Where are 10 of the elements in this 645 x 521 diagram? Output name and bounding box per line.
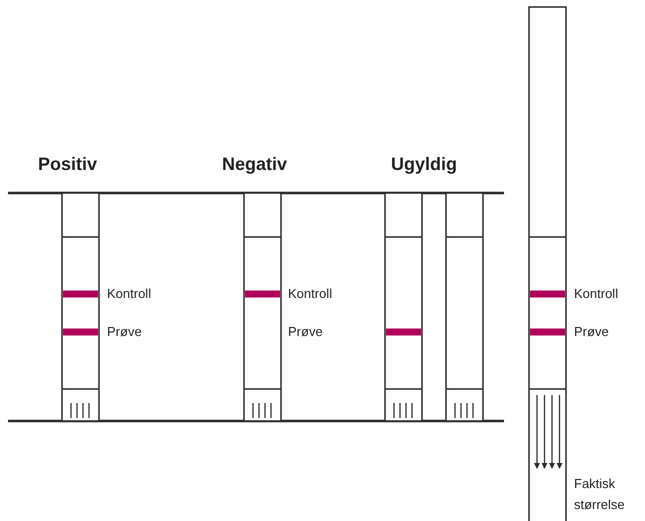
result-heading: Positiv xyxy=(38,154,98,176)
line-label: Prøve xyxy=(107,324,142,340)
line-label: Kontroll xyxy=(574,286,618,302)
line-label: Prøve xyxy=(288,324,323,340)
line-label: Kontroll xyxy=(107,286,152,302)
result-heading: Negativ xyxy=(222,154,288,176)
line-label: Kontroll xyxy=(288,286,332,302)
size-note: Faktisk størrelse xyxy=(574,475,626,514)
line-label: Prøve xyxy=(574,324,609,340)
result-heading: Ugyldig xyxy=(391,154,457,176)
